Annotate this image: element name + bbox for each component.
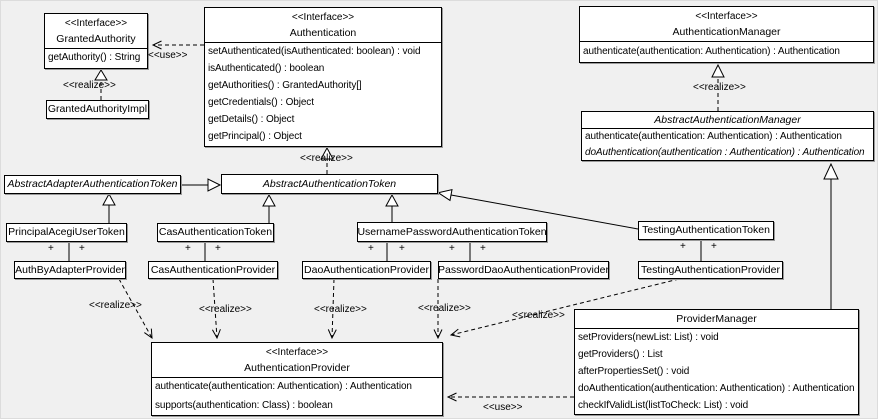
association-plus-label: + (79, 243, 85, 254)
class-authentication-provider[interactable]: <<Interface>> AuthenticationProvider aut… (151, 342, 443, 416)
class-name: PasswordDaoAuthenticationProvider (438, 263, 610, 276)
class-name: PrincipalAcegiUserToken (8, 226, 125, 238)
association-plus-label: + (399, 243, 405, 254)
realize-edge-label: <<realize>> (89, 300, 142, 311)
class-name: AuthenticationProvider (244, 362, 350, 374)
association-plus-label: + (680, 241, 686, 252)
class-name: CasAuthenticationToken (158, 226, 273, 238)
class-name: ProviderManager (676, 313, 757, 325)
class-header: <<Interface>> Authentication (205, 8, 441, 42)
method-label: getCredentials() : Object (208, 97, 314, 108)
class-granted-authority[interactable]: <<Interface>> GrantedAuthority getAuthor… (44, 13, 148, 69)
method-label: getDetails() : Object (208, 114, 295, 125)
class-header: <<Interface>> AuthenticationProvider (152, 343, 442, 377)
method-label: getAuthorities() : GrantedAuthority[] (208, 80, 362, 91)
class-provider-manager[interactable]: ProviderManager setProviders(newList: Li… (574, 309, 859, 415)
class-name: AbstractAuthenticationToken (262, 177, 397, 190)
realize-edge-label: <<realize>> (693, 82, 746, 93)
method-label: setAuthenticated(isAuthenticated: boolea… (208, 46, 421, 57)
class-name: Authentication (289, 27, 357, 39)
method-label: doAuthentication(authentication : Authen… (585, 147, 865, 158)
compartment-divider (45, 48, 147, 49)
use-edge-label: <<use>> (148, 50, 188, 61)
method-label: authenticate(authentication: Authenticat… (583, 46, 840, 57)
class-abstract-authentication-manager[interactable]: AbstractAuthenticationManager authentica… (581, 111, 874, 161)
association-plus-label: + (449, 243, 455, 254)
class-cas-authentication-provider[interactable]: CasAuthenticationProvider (148, 261, 278, 279)
compartment-divider (580, 41, 873, 42)
class-testing-authentication-token[interactable]: TestingAuthenticationToken (638, 221, 774, 240)
class-header: <<Interface>> GrantedAuthority (45, 14, 147, 48)
association-plus-label: + (368, 243, 374, 254)
class-name: GrantedAuthorityImpl (47, 103, 148, 115)
class-header: AbstractAuthenticationManager (582, 112, 873, 128)
class-header: <<Interface>> AuthenticationManager (580, 7, 873, 41)
stereotype-label: <<Interface>> (695, 11, 758, 22)
class-auth-by-adapter-provider[interactable]: AuthByAdapterProvider (14, 261, 126, 279)
method-label: afterPropertiesSet() : void (578, 366, 690, 377)
class-name: GrantedAuthority (56, 33, 136, 45)
class-name: AuthenticationManager (672, 26, 781, 38)
method-label: authenticate(authentication: Authenticat… (155, 381, 412, 392)
use-dependency-edges (151, 40, 574, 402)
use-edge-label: <<use>> (483, 402, 523, 413)
association-plus-label: + (215, 243, 221, 254)
realize-edge-label: <<realize>> (63, 80, 116, 91)
stereotype-label: <<Interface>> (64, 18, 128, 29)
class-name: AuthByAdapterProvider (15, 263, 125, 276)
realize-edge-label: <<realize>> (512, 310, 565, 321)
method-label: supports(authentication: Class) : boolea… (155, 399, 333, 411)
association-plus-label: + (711, 241, 717, 252)
class-name: TestingAuthenticationProvider (641, 263, 780, 276)
method-label: getProviders() : List (578, 349, 663, 360)
class-dao-authentication-provider[interactable]: DaoAuthenticationProvider (302, 261, 431, 279)
class-principal-acegi-user-token[interactable]: PrincipalAcegiUserToken (6, 223, 127, 242)
compartment-divider (152, 377, 442, 378)
stereotype-label: <<Interface>> (291, 12, 355, 23)
class-abstract-authentication-token[interactable]: AbstractAuthenticationToken (221, 174, 438, 194)
class-name: CasAuthenticationProvider (150, 263, 276, 276)
class-name: DaoAuthenticationProvider (304, 263, 429, 276)
realize-edge-label: <<realize>> (418, 303, 471, 314)
realize-edge-label: <<realize>> (199, 304, 252, 315)
association-plus-label: + (48, 243, 54, 254)
association-plus-label: + (480, 243, 486, 254)
class-name: TestingAuthenticationToken (642, 224, 770, 236)
stereotype-label: <<Interface>> (265, 347, 329, 358)
method-label: doAuthentication(authentication: Authent… (578, 383, 855, 394)
class-cas-authentication-token[interactable]: CasAuthenticationToken (157, 223, 274, 242)
association-plus-label: + (185, 243, 191, 254)
class-username-password-authentication-token[interactable]: UsernamePasswordAuthenticationToken (357, 222, 547, 242)
compartment-divider (575, 328, 858, 329)
class-abstract-adapter-authentication-token[interactable]: AbstractAdapterAuthenticationToken (4, 175, 181, 194)
compartment-divider (582, 128, 873, 129)
generalization-edges (102, 162, 839, 309)
class-authentication[interactable]: <<Interface>> Authentication setAuthenti… (204, 7, 442, 147)
realize-edge-label: <<realize>> (314, 304, 367, 315)
realization-edges (94, 63, 725, 340)
class-name: AbstractAdapterAuthenticationToken (7, 178, 178, 190)
method-label: getPrincipal() : Object (208, 131, 302, 142)
method-label: setProviders(newList: List) : void (578, 332, 719, 343)
compartment-divider (205, 42, 441, 43)
method-label: checkIfValidList(listToCheck: List) : vo… (578, 400, 749, 411)
class-authentication-manager[interactable]: <<Interface>> AuthenticationManager auth… (579, 6, 874, 63)
class-password-dao-authentication-provider[interactable]: PasswordDaoAuthenticationProvider (438, 261, 609, 279)
realize-edge-label: <<realize>> (300, 153, 353, 164)
method-label: isAuthenticated() : boolean (208, 63, 325, 74)
method-label: getAuthority() : String (48, 52, 141, 63)
class-testing-authentication-provider[interactable]: TestingAuthenticationProvider (638, 261, 783, 279)
method-label: authenticate(authentication: Authenticat… (585, 131, 842, 142)
class-name: AbstractAuthenticationManager (654, 114, 801, 126)
class-granted-authority-impl[interactable]: GrantedAuthorityImpl (46, 100, 149, 119)
class-header: ProviderManager (575, 310, 858, 328)
class-name: UsernamePasswordAuthenticationToken (357, 225, 547, 238)
association-edges (68, 240, 702, 261)
